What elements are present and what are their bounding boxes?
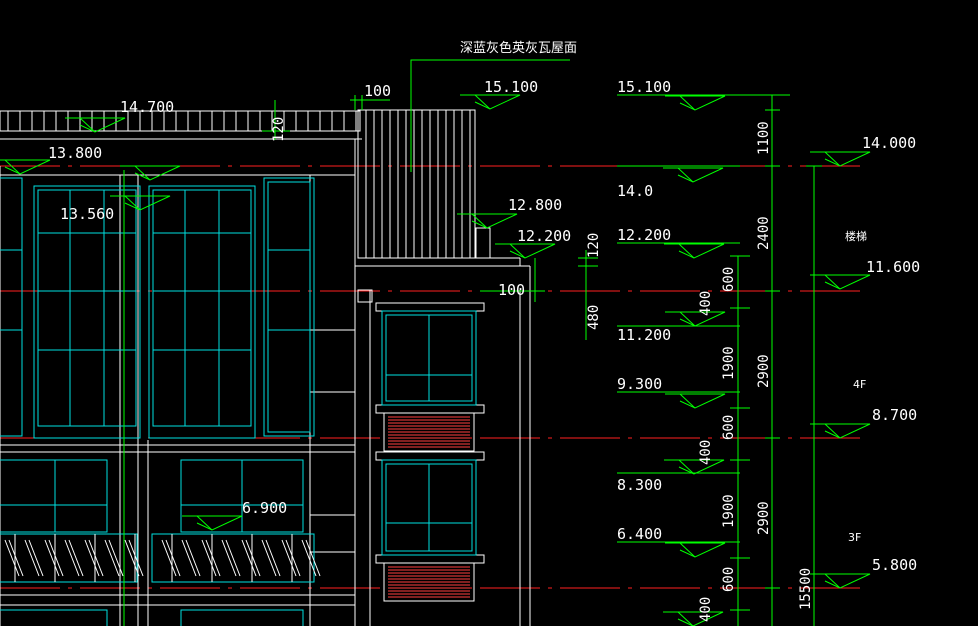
floor-label-3f: 3F [848,531,861,544]
dimension-lines [123,59,822,626]
stair-tower-hatch [365,110,471,258]
vdim-1100: 1100 [756,121,772,155]
elev-right-8700: 8.700 [872,406,917,424]
elev-col-11200: 11.200 [617,326,671,344]
elev-col-12200: 12.200 [617,226,671,244]
vdim-600-c: 600 [721,567,737,592]
vdim-400-a: 400 [698,291,714,316]
louvers [388,416,470,598]
elev-left-14700: 14.700 [120,98,174,116]
dim-100-top: 100 [364,82,391,100]
stair-label: 楼梯 [845,229,867,243]
elev-right-14000: 14.000 [862,134,916,152]
vdim-1900-b: 1900 [721,494,737,528]
vdim-400-b: 400 [698,440,714,465]
elev-center-12800: 12.800 [508,196,562,214]
elev-col-6400: 6.400 [617,525,662,543]
elev-col-8300: 8.300 [617,476,662,494]
vdim-2900-b: 2900 [756,501,772,535]
balcony-glass-hatch [4,534,321,582]
elev-left-6900: 6.900 [242,499,287,517]
elev-col-15100: 15.100 [617,78,671,96]
elev-left-13800: 13.800 [48,144,102,162]
elev-left-13560: 13.560 [60,205,114,223]
elev-right-5800: 5.800 [872,556,917,574]
parapet-ticks [7,111,357,131]
floor-label-4f: 4F [853,378,866,391]
elev-center-15100: 15.100 [484,78,538,96]
vdim-400-c: 400 [698,597,714,622]
louver-frames [383,412,475,602]
windows [0,177,477,626]
building-outline [0,109,531,626]
vdim-1900-a: 1900 [721,346,737,380]
vdim-600-a: 600 [721,267,737,292]
vdim-600-b: 600 [721,415,737,440]
vdim-2900-a: 2900 [756,354,772,388]
dim-100-mid: 100 [498,281,525,299]
vdim-15500: 15500 [798,568,814,610]
roof-note: 深蓝灰色英灰瓦屋面 [460,40,577,56]
elev-right-11600: 11.600 [866,258,920,276]
elev-center-12200: 12.200 [517,227,571,245]
vdim-2400: 2400 [756,216,772,250]
elevation-markers [0,94,871,626]
elev-col-9300: 9.300 [617,375,662,393]
dim-480: 480 [586,305,602,330]
elev-col-14000: 14.0 [617,182,653,200]
dim-120-top: 120 [271,117,287,142]
dim-120-mid: 120 [586,233,602,258]
